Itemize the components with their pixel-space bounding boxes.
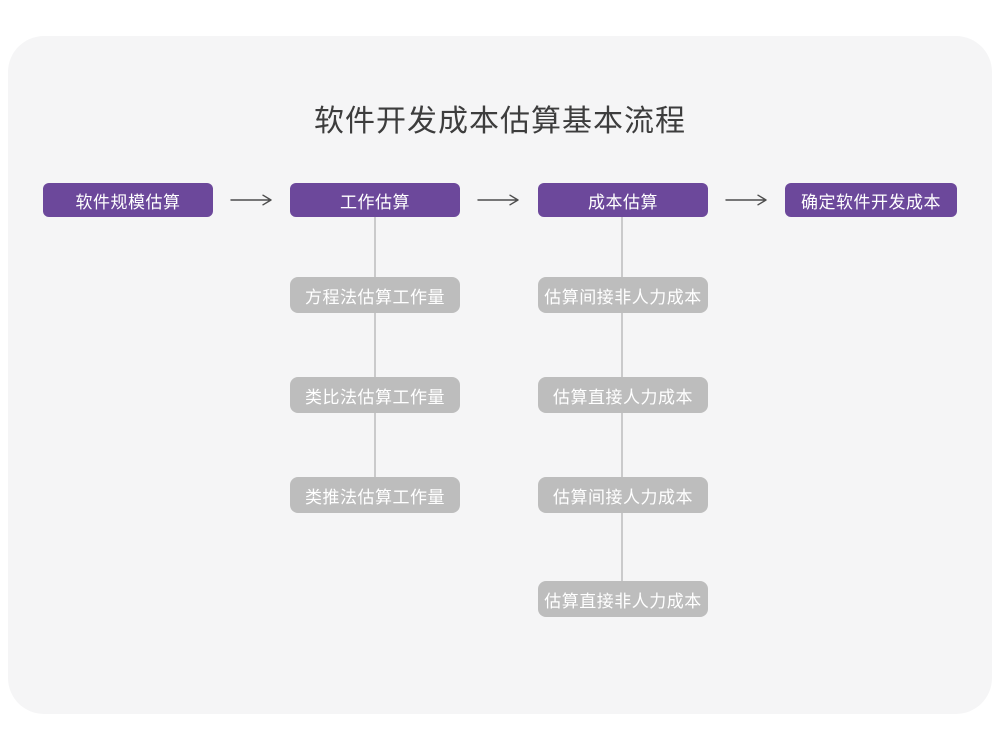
substep-label: 类比法估算工作量: [305, 387, 445, 407]
right-arrow-icon: [725, 194, 767, 206]
substep-label: 估算间接非人力成本: [544, 287, 702, 307]
substep-equation-method: 方程法估算工作量: [290, 277, 460, 313]
diagram-title: 软件开发成本估算基本流程: [314, 105, 686, 138]
work-estimation-connector-line: [374, 217, 376, 502]
substep-label: 估算间接人力成本: [553, 487, 693, 507]
flow-step-software-scale-estimation: 软件规模估算: [43, 183, 213, 217]
flow-step-label: 成本估算: [588, 192, 658, 212]
substep-label: 类推法估算工作量: [305, 487, 445, 507]
substep-label: 方程法估算工作量: [305, 287, 445, 307]
substep-label: 估算直接人力成本: [553, 387, 693, 407]
flow-step-cost-estimation: 成本估算: [538, 183, 708, 217]
background-panel: [8, 36, 992, 714]
substep-indirect-nonlabor-cost: 估算间接非人力成本: [538, 277, 708, 313]
right-arrow-icon: [477, 194, 519, 206]
flow-step-label: 软件规模估算: [75, 192, 181, 212]
substep-analogy-method: 类比法估算工作量: [290, 377, 460, 413]
substep-direct-nonlabor-cost: 估算直接非人力成本: [538, 581, 708, 617]
substep-label: 估算直接非人力成本: [544, 591, 702, 611]
flow-step-label: 确定软件开发成本: [801, 192, 941, 212]
flow-step-determine-dev-cost: 确定软件开发成本: [785, 183, 957, 217]
flow-step-work-estimation: 工作估算: [290, 183, 460, 217]
flow-step-label: 工作估算: [340, 192, 410, 212]
substep-extrapolation-method: 类推法估算工作量: [290, 477, 460, 513]
right-arrow-icon: [230, 194, 272, 206]
substep-direct-labor-cost: 估算直接人力成本: [538, 377, 708, 413]
substep-indirect-labor-cost: 估算间接人力成本: [538, 477, 708, 513]
